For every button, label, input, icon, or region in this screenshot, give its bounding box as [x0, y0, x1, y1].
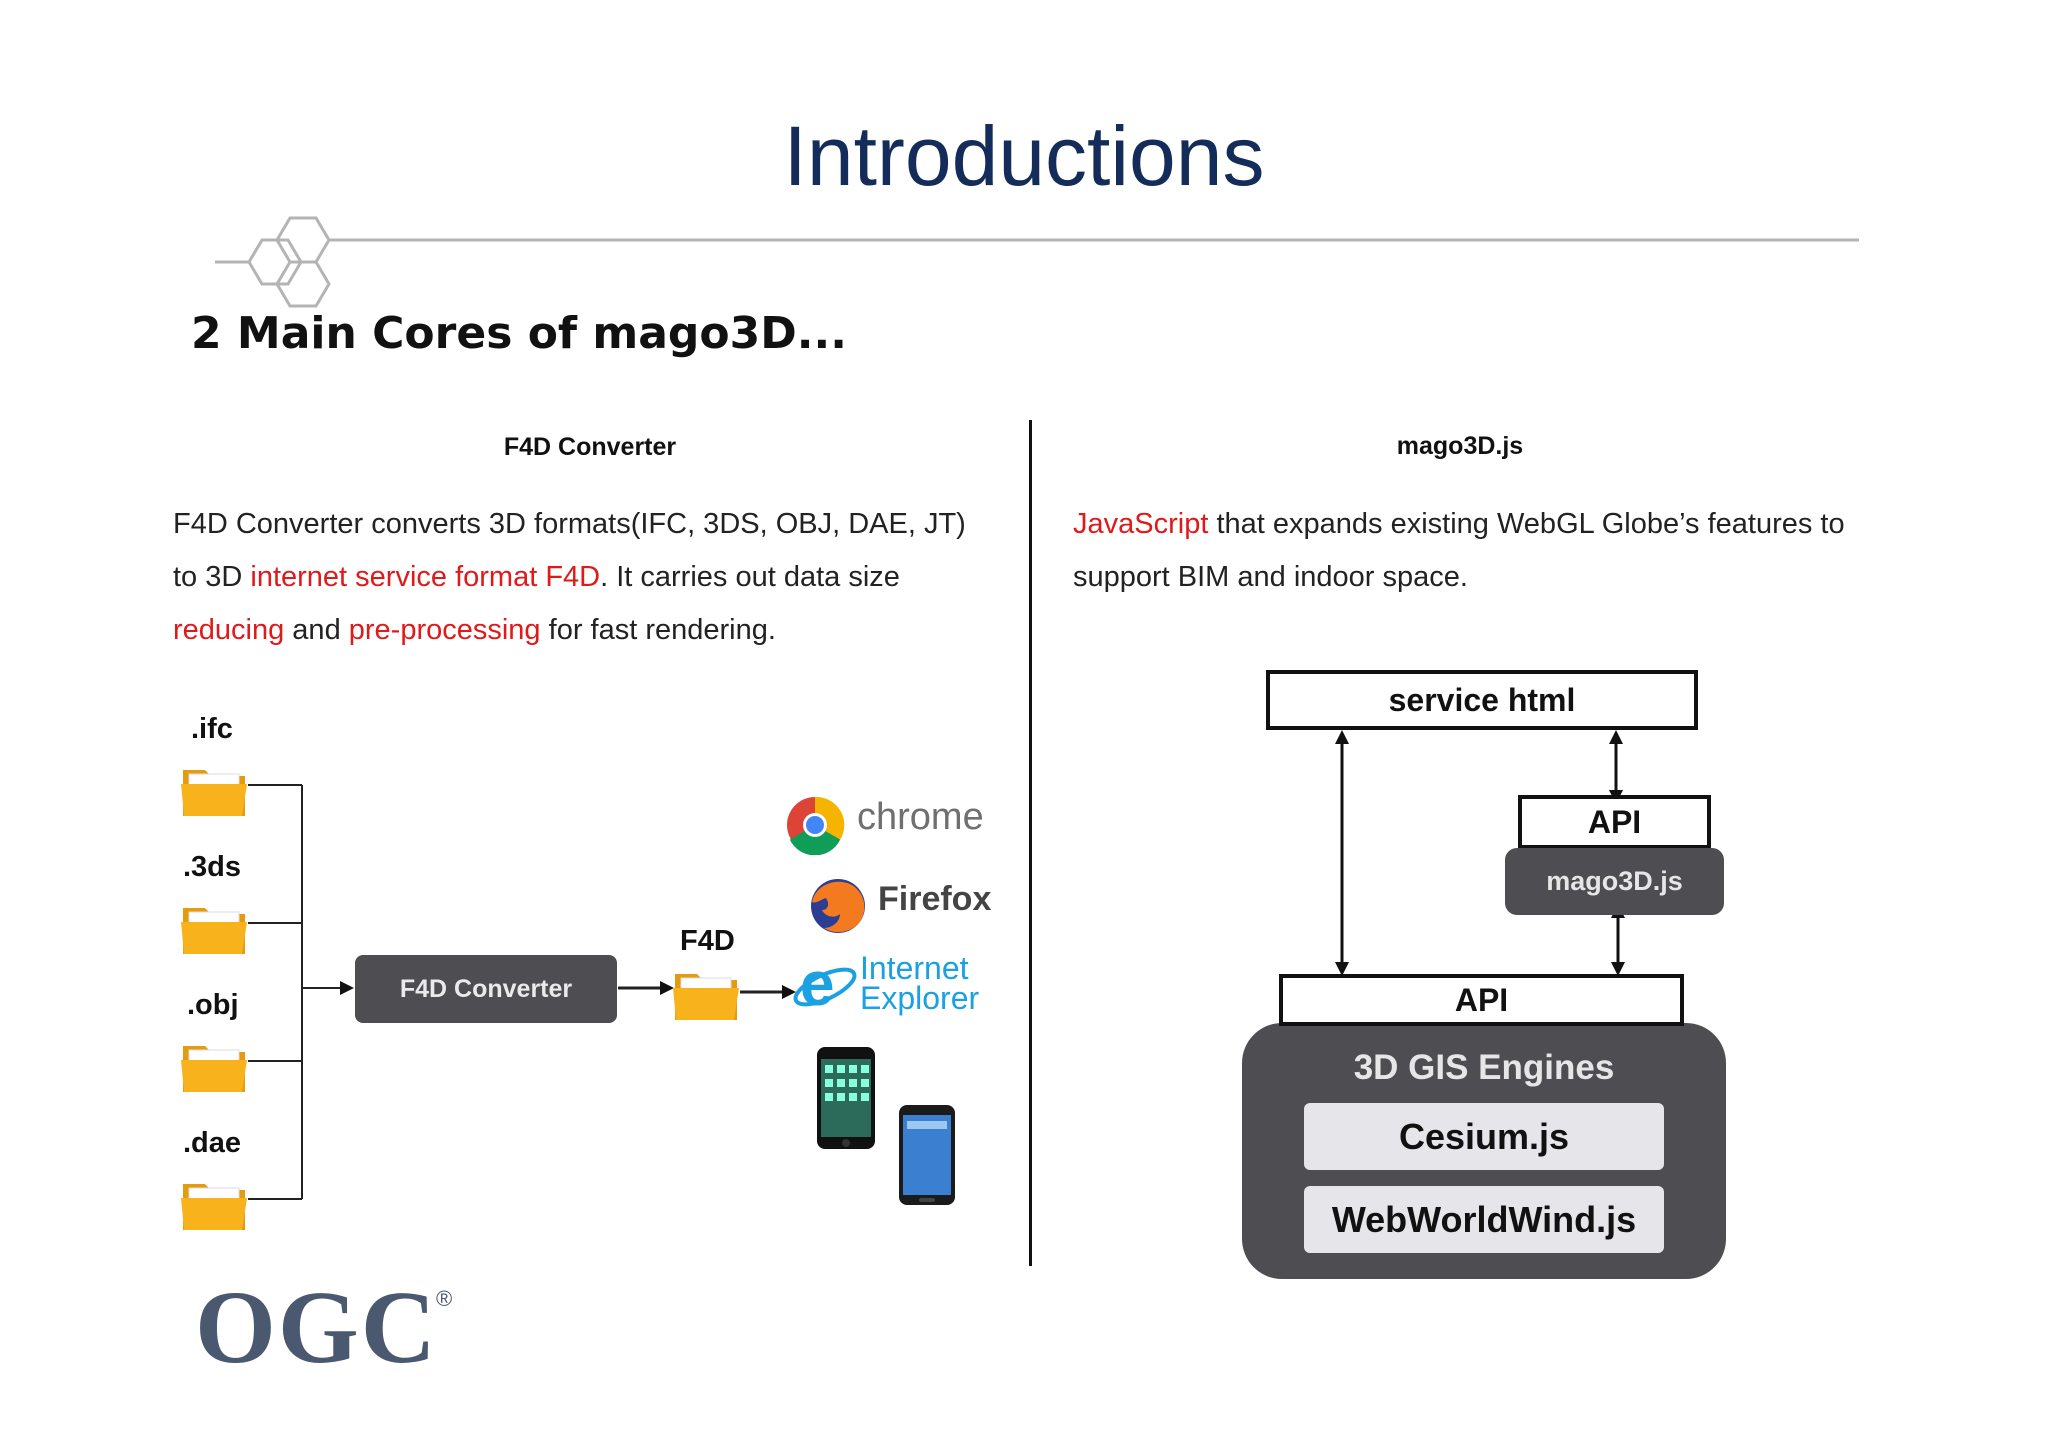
extension-ifc-label: .ifc [191, 713, 233, 745]
ogc-logo: OGC [195, 1270, 438, 1385]
api-top-box: API [1518, 795, 1711, 849]
internet-explorer-logo-icon: e [793, 955, 857, 1015]
left-description-line: reducing and pre-processing for fast ren… [173, 614, 776, 646]
converter-connector-lines [248, 784, 796, 1200]
gis-engines-title: 3D GIS Engines [1353, 1048, 1615, 1087]
chrome-label: chrome [857, 796, 984, 838]
android-phone-icon [899, 1105, 955, 1205]
folder-icon [181, 770, 247, 816]
left-description: F4D Converter converts 3D formats(IFC, 3… [173, 498, 1013, 657]
left-description-line: F4D Converter converts 3D formats(IFC, 3… [173, 508, 966, 540]
folder-icon [181, 1184, 247, 1230]
folder-icon [181, 908, 247, 954]
extension-obj-label: .obj [187, 989, 239, 1021]
f4d-converter-box: F4D Converter [355, 955, 617, 1023]
extension-dae-label: .dae [183, 1127, 242, 1159]
right-description: JavaScript that expands existing WebGL G… [1073, 498, 1893, 604]
f4d-output-label: F4D [680, 925, 735, 957]
right-description-line: support BIM and indoor space. [1073, 561, 1468, 593]
hexagon-decoration-icon [215, 216, 1859, 308]
left-column-heading: F4D Converter [503, 433, 677, 461]
firefox-label: Firefox [878, 880, 992, 918]
left-description-line: to 3D internet service format F4D. It ca… [173, 561, 900, 593]
api-bottom-box: API [1279, 974, 1684, 1026]
folder-icon [673, 974, 739, 1020]
slide-subtitle: 2 Main Cores of mago3D... [191, 308, 847, 359]
internet-explorer-label: Internet Explorer [860, 950, 980, 1016]
right-column-heading: mago3D.js [1396, 432, 1524, 460]
chrome-logo-icon [787, 796, 845, 855]
registered-mark: ® [436, 1286, 453, 1311]
slide-title: Introductions [783, 109, 1265, 203]
engine-cesium-box: Cesium.js [1304, 1103, 1664, 1170]
engine-webworldwind-box: WebWorldWind.js [1304, 1186, 1664, 1253]
iphone-icon [817, 1047, 875, 1149]
folder-icon [181, 1046, 247, 1092]
service-html-box: service html [1266, 670, 1698, 730]
extension-3ds-label: .3ds [183, 851, 242, 883]
mago3d-js-box: mago3D.js [1505, 848, 1724, 915]
column-divider [1029, 420, 1032, 1266]
right-description-line: JavaScript that expands existing WebGL G… [1073, 508, 1845, 540]
firefox-logo-icon [811, 879, 865, 933]
